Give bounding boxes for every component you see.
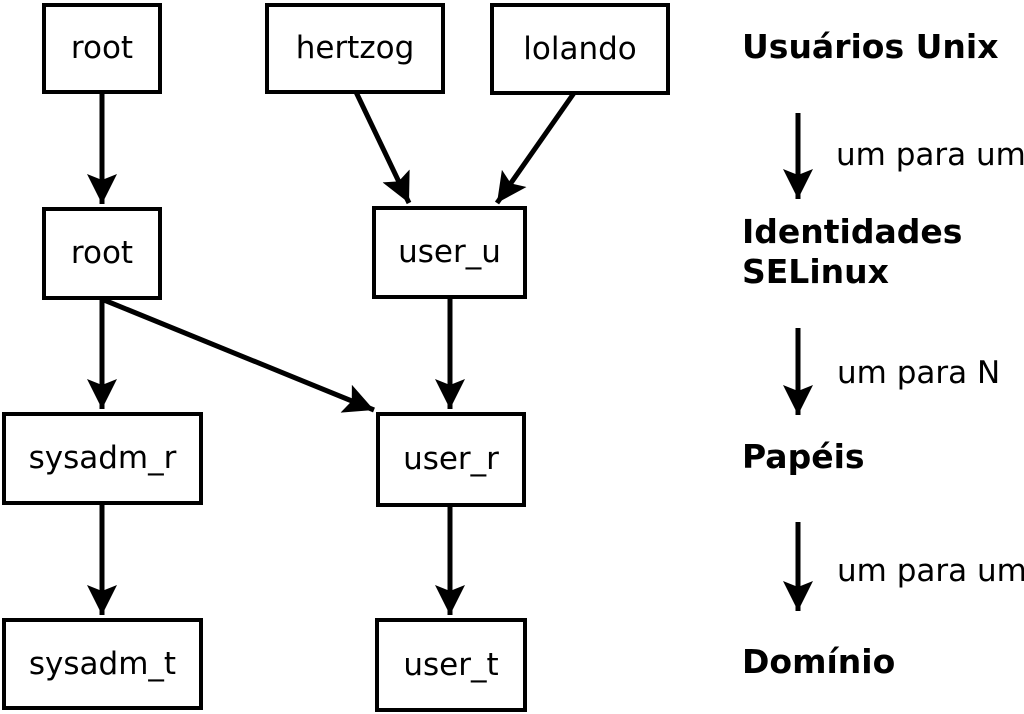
arrow-lolando-unix-user-to-user_u-identity xyxy=(494,91,577,205)
box-user_r-role: user_r xyxy=(376,412,526,507)
arrow-hertzog-unix-user-to-user_u-identity xyxy=(353,90,412,205)
box-root-unix-user: root xyxy=(42,3,162,94)
legend-mapping-one-to-one-label-2: um para um xyxy=(837,553,1024,589)
legend-level-selinux-identities: Identidades SELinux xyxy=(742,212,963,291)
legend-mapping-one-to-n-label: um para N xyxy=(837,355,1001,391)
legend-mapping-one-to-one-label: um para um xyxy=(836,137,1024,173)
box-root-selinux-identity: root xyxy=(42,207,162,300)
legend-level-domain: Domínio xyxy=(742,642,896,681)
arrow-root-selinux-identity-to-user_r-role xyxy=(103,297,375,413)
box-user_t-domain: user_t xyxy=(375,618,527,712)
box-lolando-unix-user: lolando xyxy=(490,3,670,95)
legend-level-unix-users: Usuários Unix xyxy=(742,27,999,66)
box-sysadm_t-domain: sysadm_t xyxy=(2,618,203,710)
box-sysadm_r-role: sysadm_r xyxy=(2,412,203,505)
box-hertzog-unix-user: hertzog xyxy=(265,3,445,94)
legend-level-roles: Papéis xyxy=(742,437,865,476)
box-user_u-identity: user_u xyxy=(372,206,527,299)
